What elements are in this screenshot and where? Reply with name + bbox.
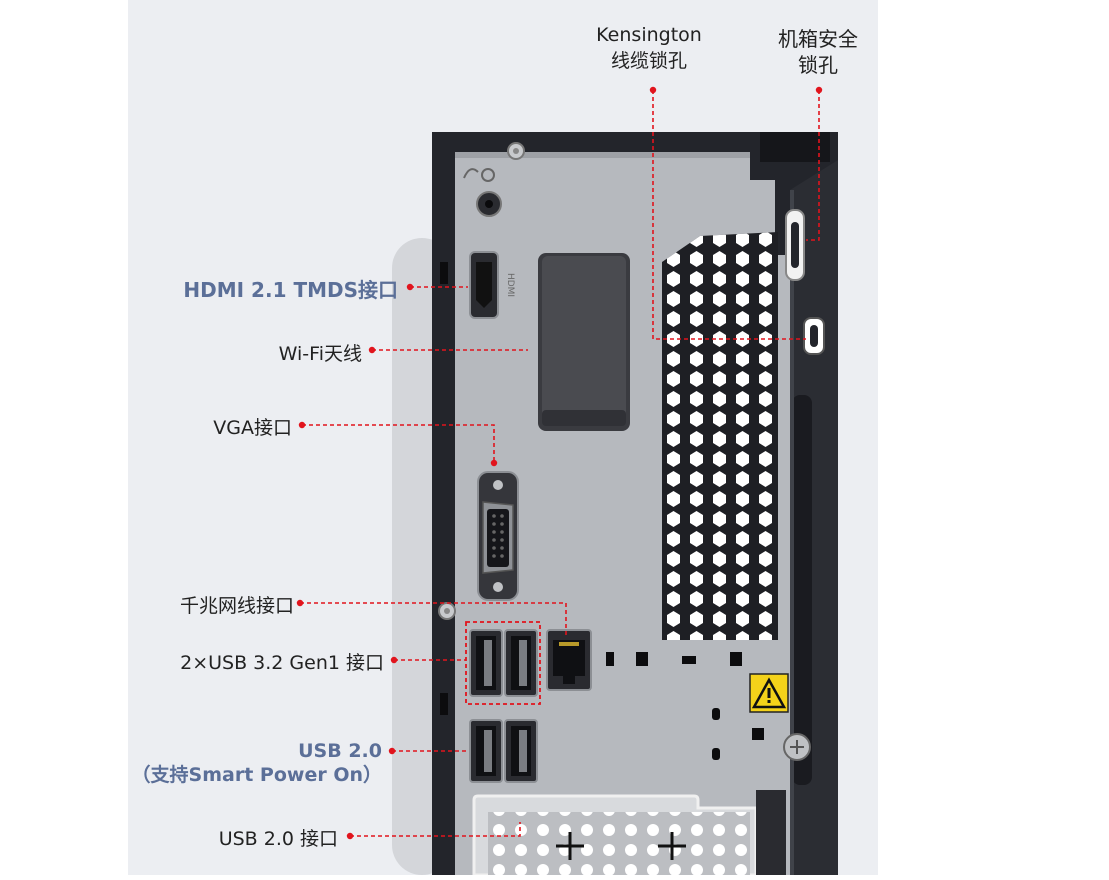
label-usb32: 2×USB 3.2 Gen1 接口 xyxy=(180,652,384,674)
callout-kensington-line xyxy=(652,90,806,340)
panel-hole-5 xyxy=(712,748,720,760)
chassis-slot-left-1 xyxy=(440,262,448,284)
label-ethernet: 千兆网线接口 xyxy=(179,595,294,617)
callout-lines xyxy=(300,90,820,837)
ethernet-port-icon xyxy=(546,629,614,691)
label-usb20-smart-line1: USB 2.0 xyxy=(298,740,382,762)
callout-usb20-line xyxy=(350,822,521,837)
label-kensington-line1: Kensington xyxy=(596,24,702,46)
label-usb20: USB 2.0 接口 xyxy=(218,828,338,850)
label-chassis-lock-line2: 锁孔 xyxy=(798,53,838,77)
hdmi-port-engraving: HDMI xyxy=(505,273,515,297)
chassis-right-slot xyxy=(792,395,812,785)
panel-hole-4 xyxy=(712,708,720,720)
callout-chassis-lock-line xyxy=(806,90,820,241)
chassis-slot-left-2 xyxy=(440,693,448,715)
vga-port-icon xyxy=(477,471,519,601)
panel-top-bevel xyxy=(455,152,750,158)
callout-vga-line xyxy=(302,424,495,463)
chassis-right-edge xyxy=(790,190,794,875)
label-vga: VGA接口 xyxy=(213,417,292,439)
kensington-lock-icon xyxy=(803,317,825,355)
panel-hole-1 xyxy=(636,652,648,666)
label-usb20-smart: USB 2.0 （支持Smart Power On） xyxy=(120,739,382,787)
audio-headset-icon xyxy=(463,168,495,182)
hdmi-port-icon xyxy=(469,251,499,319)
label-usb20-smart-line2: （支持Smart Power On） xyxy=(131,764,382,786)
label-wifi: Wi-Fi天线 xyxy=(278,343,362,365)
panel-hole-6 xyxy=(752,728,764,740)
expansion-bracket xyxy=(472,790,786,877)
warning-triangle-icon xyxy=(749,673,789,713)
label-hdmi: HDMI 2.1 TMDS接口 xyxy=(183,278,398,302)
label-kensington-line2: 线缆锁孔 xyxy=(610,50,687,72)
callout-dots xyxy=(296,86,823,840)
label-kensington: Kensington 线缆锁孔 xyxy=(574,22,724,74)
callout-ethernet-line xyxy=(300,602,567,635)
wifi-antenna-module xyxy=(538,253,630,431)
label-chassis-lock: 机箱安全 锁孔 xyxy=(762,26,874,78)
usb20-smart-ports xyxy=(469,719,538,783)
panel-hole-3 xyxy=(730,652,742,666)
usb-port-icon xyxy=(469,629,538,697)
hex-vent-grill xyxy=(662,232,778,640)
panel-hole-2 xyxy=(682,656,696,664)
label-chassis-lock-line1: 机箱安全 xyxy=(778,27,858,51)
usb32-highlight-box xyxy=(465,621,541,705)
